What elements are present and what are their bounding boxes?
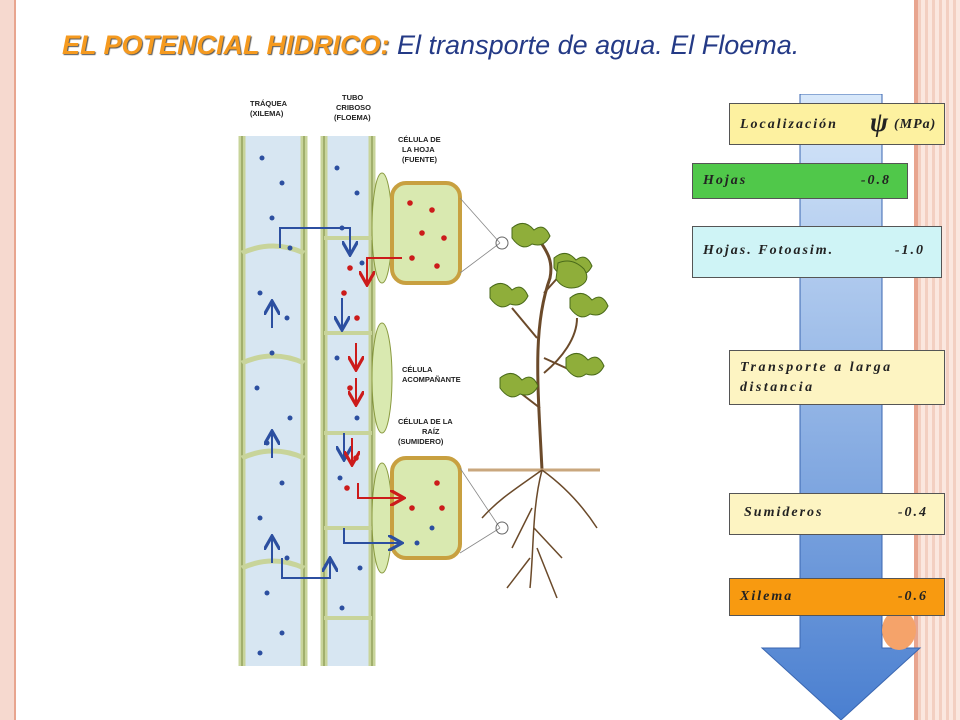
label-acomp-1: CÉLULA xyxy=(402,365,433,374)
companion-cells xyxy=(371,172,393,574)
label-raiz-2: RAÍZ xyxy=(422,427,440,436)
plant-illustration xyxy=(468,223,609,599)
row-sumideros: Sumideros -0.4 xyxy=(729,493,945,535)
phloem-arrows xyxy=(352,257,402,498)
row-fotoasim-value: -1.0 xyxy=(894,243,925,258)
row-transporte-label: Transporte a larga distancia xyxy=(740,360,893,395)
label-tubo-2: CRIBOSO xyxy=(336,103,371,112)
xylem-arrows xyxy=(272,227,400,579)
decorative-orange-circle xyxy=(882,610,916,650)
header-unit: (MPa) xyxy=(894,117,937,132)
row-hojas-value: -0.8 xyxy=(860,173,891,188)
row-xilema: Xilema -0.6 xyxy=(729,578,945,616)
left-border-decoration xyxy=(0,0,16,720)
psi-symbol: ψ xyxy=(870,107,891,137)
title-highlight: EL POTENCIAL HIDRICO: xyxy=(62,30,390,60)
row-sumideros-value: -0.4 xyxy=(897,505,928,520)
row-transporte: Transporte a larga distancia xyxy=(729,350,945,405)
vessel-diagram: TRÁQUEA (XILEMA) TUBO CRIBOSO (FLOEMA) C… xyxy=(238,93,609,666)
row-hojas-fotoasim: Hojas. Fotoasim. -1.0 xyxy=(692,226,942,278)
label-raiz-3: (SUMIDERO) xyxy=(398,437,444,446)
root-cell-sink xyxy=(390,456,462,560)
label-hoja-2: LA HOJA xyxy=(402,145,435,154)
xylem-tube xyxy=(238,136,308,666)
label-raiz-1: CÉLULA DE LA xyxy=(398,417,453,426)
label-traquea-1: TRÁQUEA xyxy=(250,99,288,108)
label-tubo-3: (FLOEMA) xyxy=(334,113,371,122)
phloem-tube xyxy=(320,136,376,666)
row-fotoasim-label: Hojas. Fotoasim. xyxy=(703,243,835,258)
label-traquea-2: (XILEMA) xyxy=(250,109,284,118)
row-hojas: Hojas -0.8 xyxy=(692,163,908,199)
leaf-cell-source xyxy=(390,181,462,285)
label-hoja-1: CÉLULA DE xyxy=(398,135,441,144)
row-xilema-label: Xilema xyxy=(740,589,794,604)
row-hojas-label: Hojas xyxy=(703,173,748,188)
label-tubo-1: TUBO xyxy=(342,93,363,102)
title-rest: El transporte de agua. El Floema. xyxy=(389,30,800,60)
slide-title: EL POTENCIAL HIDRICO: El transporte de a… xyxy=(62,30,799,61)
header-label: Localización xyxy=(740,117,838,132)
header-localizacion-box: Localización ψ (MPa) xyxy=(729,103,945,145)
label-acomp-2: ACOMPAÑANTE xyxy=(402,375,461,384)
sugar-dots xyxy=(341,200,447,511)
label-hoja-3: (FUENTE) xyxy=(402,155,437,164)
connector-lines xyxy=(459,197,501,554)
water-dots xyxy=(254,155,435,656)
row-xilema-value: -0.6 xyxy=(897,589,928,604)
row-sumideros-label: Sumideros xyxy=(744,505,824,520)
